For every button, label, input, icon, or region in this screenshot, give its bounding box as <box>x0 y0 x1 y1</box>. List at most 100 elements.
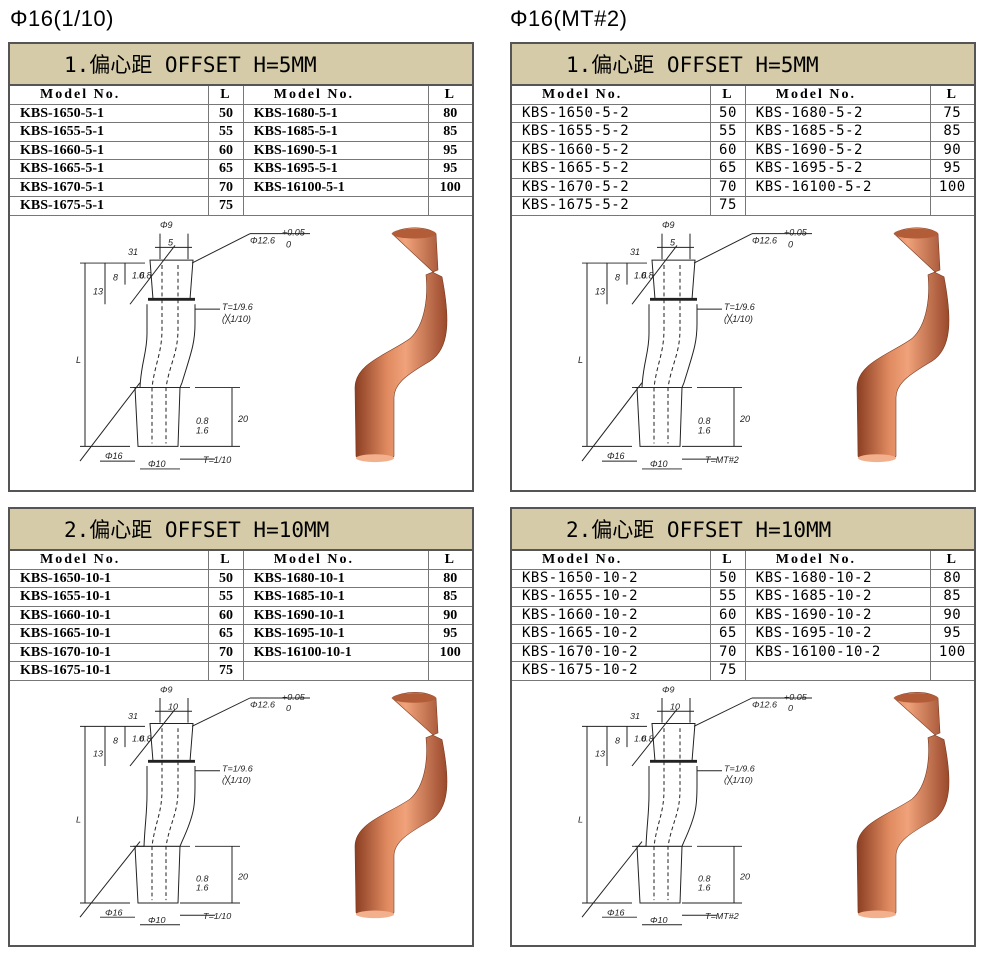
dim-twenty: 20 <box>237 871 248 881</box>
dim-thirteen: 13 <box>93 286 103 296</box>
length-cell: 75 <box>208 196 244 216</box>
model-cell: KBS-1685-5-2 <box>745 122 931 142</box>
dim-phi16: Φ16 <box>607 451 625 461</box>
model-cell: KBS-16100-5-2 <box>745 178 931 197</box>
dim-taper-ratio: (╳1/10) <box>222 312 251 324</box>
spec-panel: 1.偏心距 OFFSET H=5MM Model No. L Model No.… <box>8 42 474 492</box>
dim-taper-ratio: (╳1/10) <box>222 774 251 786</box>
column-title-right: Φ16(MT#2) <box>510 6 628 31</box>
dim-length: L <box>76 814 81 824</box>
dim-tolerance: +0.05 <box>282 227 305 237</box>
length-cell: 85 <box>428 122 472 142</box>
dim-phi126: Φ12.6 <box>752 699 777 709</box>
dim-length: L <box>578 814 583 824</box>
model-cell: KBS-1675-5-1 <box>10 196 210 216</box>
length-cell: 55 <box>710 587 746 607</box>
drawing-area: Φ9 5 Φ12.6 +0.05 0 31 8 13 1.6 0.8 T=1/9… <box>512 216 974 491</box>
model-cell <box>243 196 429 216</box>
model-cell <box>745 196 931 216</box>
model-cell: KBS-1695-5-1 <box>243 159 429 179</box>
dim-radius-a: 1.6 <box>132 270 145 280</box>
header-model: Model No. <box>512 86 712 105</box>
dim-length: L <box>76 355 81 365</box>
dim-radius-d: 0.8 <box>698 873 711 883</box>
model-cell: KBS-1655-10-1 <box>10 587 210 607</box>
dim-offset: 10 <box>168 701 178 711</box>
panel-title: 2.偏心距 OFFSET H=10MM <box>10 509 472 551</box>
model-cell: KBS-1665-5-1 <box>10 159 210 179</box>
length-cell: 95 <box>930 159 974 179</box>
model-cell: KBS-1680-10-2 <box>745 569 931 588</box>
header-model: Model No. <box>10 551 210 570</box>
dim-eight: 8 <box>113 272 118 282</box>
dim-offset: 5 <box>168 237 173 247</box>
length-cell: 100 <box>930 643 974 662</box>
length-cell: 50 <box>710 569 746 588</box>
length-cell: 70 <box>208 643 244 662</box>
length-cell: 60 <box>710 141 746 160</box>
model-cell: KBS-1695-10-1 <box>243 624 429 644</box>
panel-title: 1.偏心距 OFFSET H=5MM <box>10 44 472 86</box>
length-cell: 90 <box>428 606 472 625</box>
dim-radius-b: 0.8 <box>139 733 152 743</box>
dim-taper-ratio: (╳1/10) <box>724 312 753 324</box>
table-header-row: Model No. L Model No. L <box>10 551 472 570</box>
length-cell: 65 <box>710 624 746 644</box>
dim-angle: 31 <box>128 247 138 257</box>
table-header-row: Model No. L Model No. L <box>512 86 974 105</box>
length-cell: 70 <box>710 178 746 197</box>
dim-angle: 31 <box>630 247 640 257</box>
model-cell: KBS-1660-10-1 <box>10 606 210 625</box>
dim-radius-a: 1.6 <box>634 270 647 280</box>
model-cell: KBS-1665-10-2 <box>512 624 712 644</box>
dim-phi9: Φ9 <box>160 219 173 229</box>
spec-panel: 2.偏心距 OFFSET H=10MM Model No. L Model No… <box>510 507 976 947</box>
dim-angle: 31 <box>630 711 640 721</box>
header-model: Model No. <box>243 86 429 105</box>
model-cell: KBS-1670-5-1 <box>10 178 210 197</box>
header-length: L <box>710 86 746 105</box>
dim-phi10: Φ10 <box>148 915 166 925</box>
length-cell <box>930 196 974 216</box>
dim-tolerance-low: 0 <box>788 703 793 713</box>
model-cell: KBS-1695-5-2 <box>745 159 931 179</box>
model-cell: KBS-1690-5-2 <box>745 141 931 160</box>
header-model: Model No. <box>10 86 210 105</box>
length-cell: 80 <box>428 569 472 588</box>
spec-panel: 2.偏心距 OFFSET H=10MM Model No. L Model No… <box>8 507 474 947</box>
electrode-tip-outline <box>651 722 696 762</box>
dim-taper: T=1/9.6 <box>222 302 253 312</box>
spec-panel: 1.偏心距 OFFSET H=5MM Model No. L Model No.… <box>510 42 976 492</box>
length-cell <box>428 661 472 681</box>
model-cell: KBS-1655-10-2 <box>512 587 712 607</box>
dim-tolerance-low: 0 <box>286 239 291 249</box>
model-cell: KBS-1650-5-2 <box>512 104 712 123</box>
dim-twenty: 20 <box>237 413 248 423</box>
header-length: L <box>930 551 974 570</box>
model-cell: KBS-1665-10-1 <box>10 624 210 644</box>
header-model: Model No. <box>745 551 931 570</box>
model-cell: KBS-1650-10-2 <box>512 569 712 588</box>
model-cell: KBS-1685-5-1 <box>243 122 429 142</box>
dim-phi10: Φ10 <box>148 459 166 469</box>
dim-taper-type: T=1/10 <box>203 455 231 465</box>
dim-length: L <box>578 355 583 365</box>
dim-radius-b: 0.8 <box>641 270 654 280</box>
model-cell: KBS-16100-10-2 <box>745 643 931 662</box>
technical-drawing: Φ9 5 Φ12.6 +0.05 0 31 8 13 1.6 0.8 T=1/9… <box>578 219 950 469</box>
technical-drawing: Φ9 10 Φ12.6 +0.05 0 31 8 13 1.6 0.8 T=1/… <box>76 684 448 925</box>
model-cell: KBS-1670-10-2 <box>512 643 712 662</box>
electrode-tip-outline <box>149 259 194 300</box>
electrode-tip-outline <box>149 722 194 762</box>
model-cell: KBS-1685-10-2 <box>745 587 931 607</box>
model-cell: KBS-1665-5-2 <box>512 159 712 179</box>
